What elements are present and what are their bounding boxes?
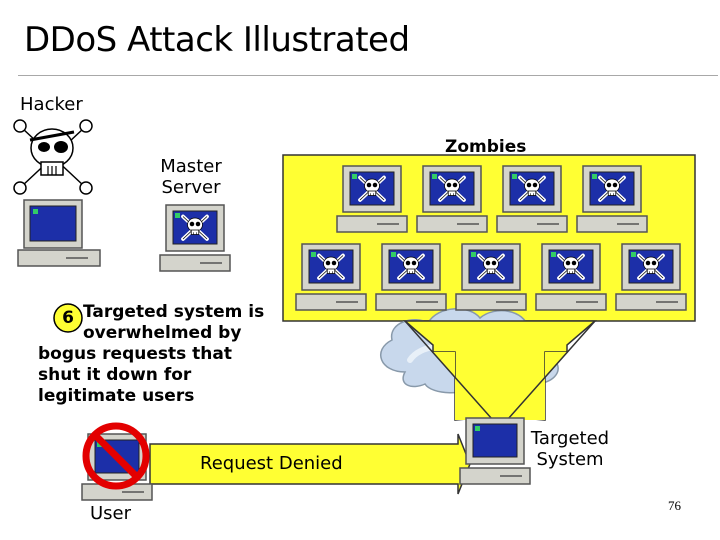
request-denied-label: Request Denied bbox=[200, 453, 343, 474]
targeted-system-label-line1: Targeted bbox=[530, 428, 610, 449]
step-description-line4: shut it down for bbox=[38, 365, 192, 385]
title-divider bbox=[18, 75, 718, 76]
zombie-computer-icon bbox=[456, 244, 526, 310]
no-entry-icon bbox=[82, 422, 150, 490]
zombie-computer-icon bbox=[417, 166, 487, 232]
step-description-line2: overwhelmed by bbox=[83, 323, 242, 343]
targeted-system-label-line2: System bbox=[536, 449, 604, 470]
master-server-label-line2: Server bbox=[161, 177, 221, 198]
step-number: 6 bbox=[62, 308, 74, 328]
zombie-computer-icon bbox=[376, 244, 446, 310]
master-server-computer-icon bbox=[160, 205, 230, 271]
hacker-label: Hacker bbox=[20, 94, 83, 115]
step-number-badge bbox=[53, 303, 83, 333]
zombies-label: Zombies bbox=[445, 137, 527, 157]
slide-title: DDoS Attack Illustrated bbox=[24, 20, 410, 60]
zombie-computer-icon bbox=[497, 166, 567, 232]
zombie-computer-icon bbox=[296, 244, 366, 310]
step-description-line5: legitimate users bbox=[38, 386, 195, 406]
targeted-system-label: Targeted System bbox=[520, 428, 620, 470]
zombie-computer-icon bbox=[337, 166, 407, 232]
master-server-label-line1: Master bbox=[160, 156, 222, 177]
zombie-computer-icon bbox=[616, 244, 686, 310]
user-label: User bbox=[90, 503, 132, 524]
zombie-computer-icon bbox=[577, 166, 647, 232]
hacker-skull-icon bbox=[13, 119, 93, 195]
step-description-line3: bogus requests that bbox=[38, 344, 232, 364]
zombie-computer-icon bbox=[536, 244, 606, 310]
page-number: 76 bbox=[668, 498, 681, 513]
step-description-line1: Targeted system is bbox=[83, 302, 265, 322]
hacker-computer-icon bbox=[17, 199, 101, 267]
master-server-label: Master Server bbox=[145, 156, 237, 198]
step-description: Targeted system is overwhelmed by bogus … bbox=[38, 302, 283, 407]
